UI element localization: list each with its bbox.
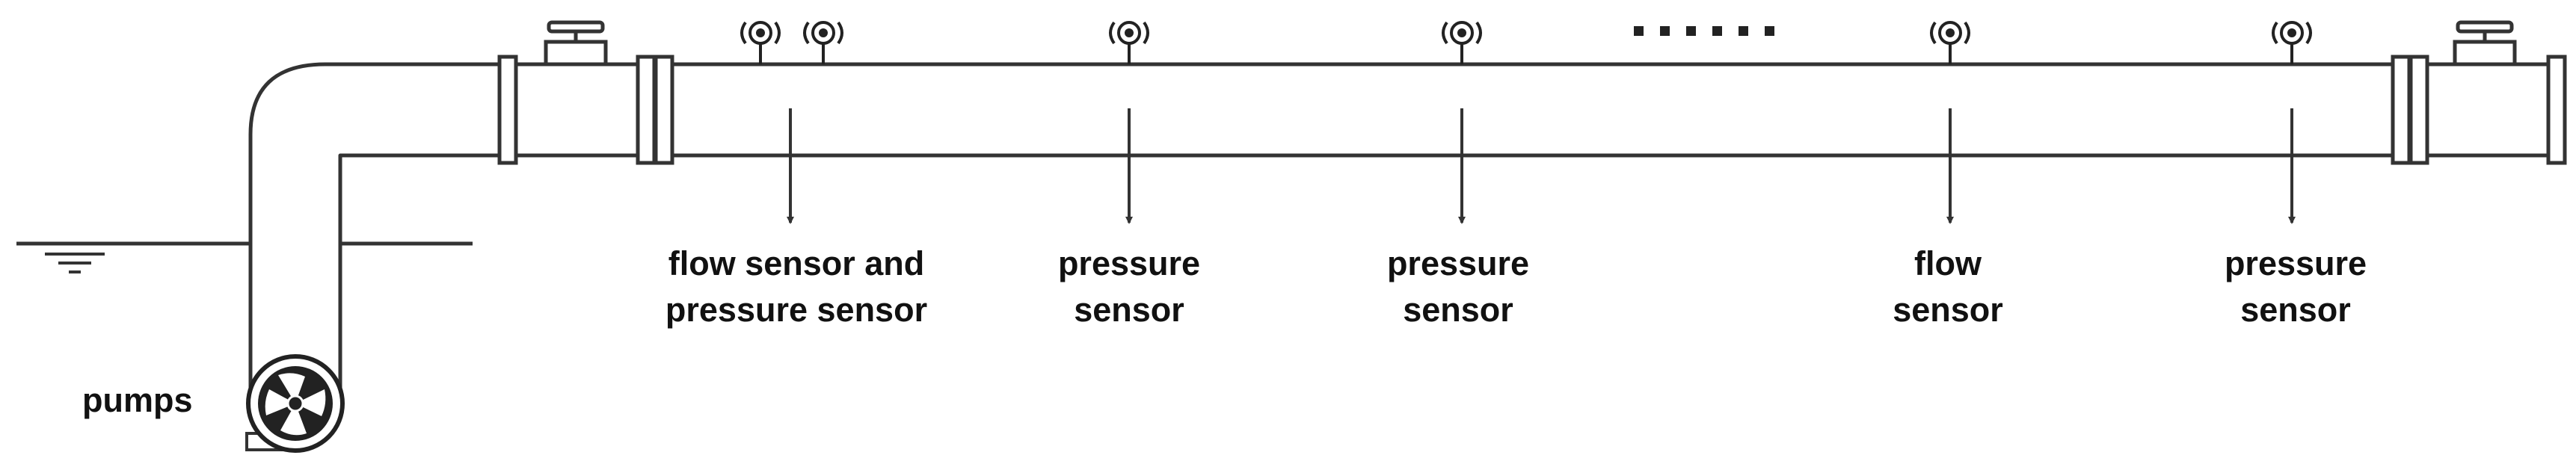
- sensor-label-line1: pressure: [1057, 244, 1201, 282]
- sensor-layer: [740, 21, 2312, 64]
- sensor-label-line1: flow: [1914, 244, 1982, 282]
- pipe-flanges: [497, 55, 2567, 165]
- sensor-label-line2: sensor: [1403, 291, 1513, 329]
- pressure-sensor-icon: [1442, 21, 1482, 64]
- sensor-label-flow: flow sensor: [1851, 241, 2045, 333]
- flange-5: [2409, 55, 2429, 165]
- pump-fan-icon: [245, 354, 345, 453]
- sensor-label-line1: pressure: [1386, 244, 1530, 282]
- flange-6: [2546, 55, 2567, 165]
- water-surface: [16, 241, 473, 273]
- flow-sensor-icon: [803, 21, 843, 64]
- valve-left-icon: [544, 20, 608, 67]
- pressure-sensor-icon: [1109, 21, 1149, 64]
- flange-2: [636, 55, 657, 165]
- valve-right-icon: [2453, 20, 2517, 67]
- flow-sensor-icon: [1930, 21, 1970, 64]
- flow-sensor-icon: [740, 21, 781, 64]
- sensor-label-pressure-1: pressure sensor: [1032, 241, 1226, 333]
- intake-pipe: [248, 62, 2560, 391]
- sensor-label-line2: sensor: [2240, 291, 2351, 329]
- pressure-sensor-icon: [2272, 21, 2312, 64]
- flange-3: [654, 55, 674, 165]
- sensor-label-line1: flow sensor and: [668, 244, 925, 282]
- sensor-label-line2: sensor: [1074, 291, 1184, 329]
- ellipsis-dots: [1634, 26, 1774, 36]
- sensor-label-pressure-3: pressure sensor: [2198, 241, 2393, 333]
- sensor-label-pressure-2: pressure sensor: [1361, 241, 1555, 333]
- sensor-label-line2: sensor: [1893, 291, 2003, 329]
- flange-1: [497, 55, 518, 165]
- flange-4: [2391, 55, 2411, 165]
- sensor-label-flow-and-pressure: flow sensor and pressure sensor: [639, 241, 953, 333]
- pump-label: pumps: [82, 381, 193, 419]
- arrow-layer: [787, 108, 2296, 224]
- sensor-label-line2: pressure sensor: [665, 291, 928, 329]
- sensor-label-line1: pressure: [2224, 244, 2367, 282]
